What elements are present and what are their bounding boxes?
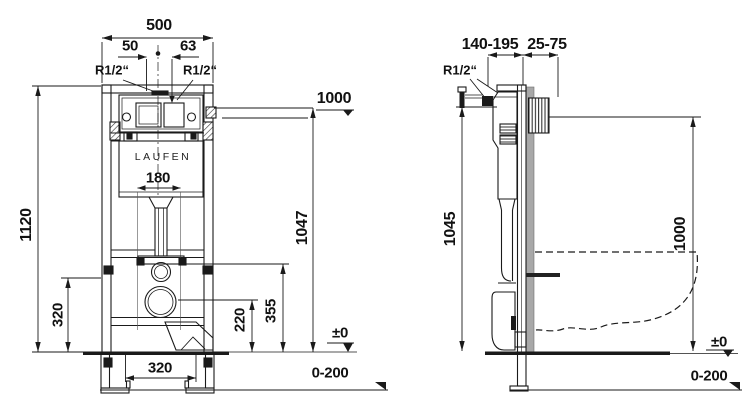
dim-offset-right: 63 [179,37,197,55]
wc-bowl-outline [535,251,699,332]
dim-total-width: 500 [146,17,172,34]
dim-frame-height: 1045 [442,211,459,247]
floor-line [83,351,229,355]
flush-pipe [148,196,174,257]
label-connection-left: R1/2“ [95,62,129,78]
dim-supply-height: 1047 [294,210,311,246]
dim-bend-height: 355 [262,298,280,324]
dim-frame-depth: 140-195 [461,36,519,53]
dim-flush-opening: 180 [145,169,171,187]
dim-floor-adjust-side: 0-200 [690,367,728,385]
left-connection-mark [151,90,169,96]
dim-offset-left: 50 [121,37,139,55]
flush-pipe-side [498,198,516,284]
dim-floor-adjust-front: 0-200 [311,364,349,382]
cistern-side [457,86,518,200]
floor-line-side [485,351,670,355]
front-view [32,35,388,394]
level-floor-front: ±0 [332,324,348,342]
inlet-bend [136,255,187,283]
dim-outlet-height: 220 [231,307,249,333]
dimension-lines-front [32,35,388,391]
laufen-logo: LAUFEN [134,151,192,163]
dim-supply-level-side: 1000 [672,216,689,252]
level-supply-front: 1000 [316,90,352,107]
label-connection-right: R1/2“ [183,62,217,78]
dim-inlet-height: 320 [49,302,67,328]
dim-total-height: 1120 [18,208,35,242]
cistern-front [111,90,204,198]
label-connection-side: R1/2“ [443,62,477,78]
drain-outlet [144,285,214,351]
wall-anchor-rod [527,97,550,134]
dim-rod-projection: 25-75 [527,36,567,53]
dim-anchor-spacing: 320 [147,359,173,377]
drain-elbow-side [491,291,527,351]
level-floor-side: ±0 [711,333,727,351]
wc-fixing-bolt [526,273,560,277]
side-view [456,52,742,392]
dimension-lines-side [456,52,742,391]
